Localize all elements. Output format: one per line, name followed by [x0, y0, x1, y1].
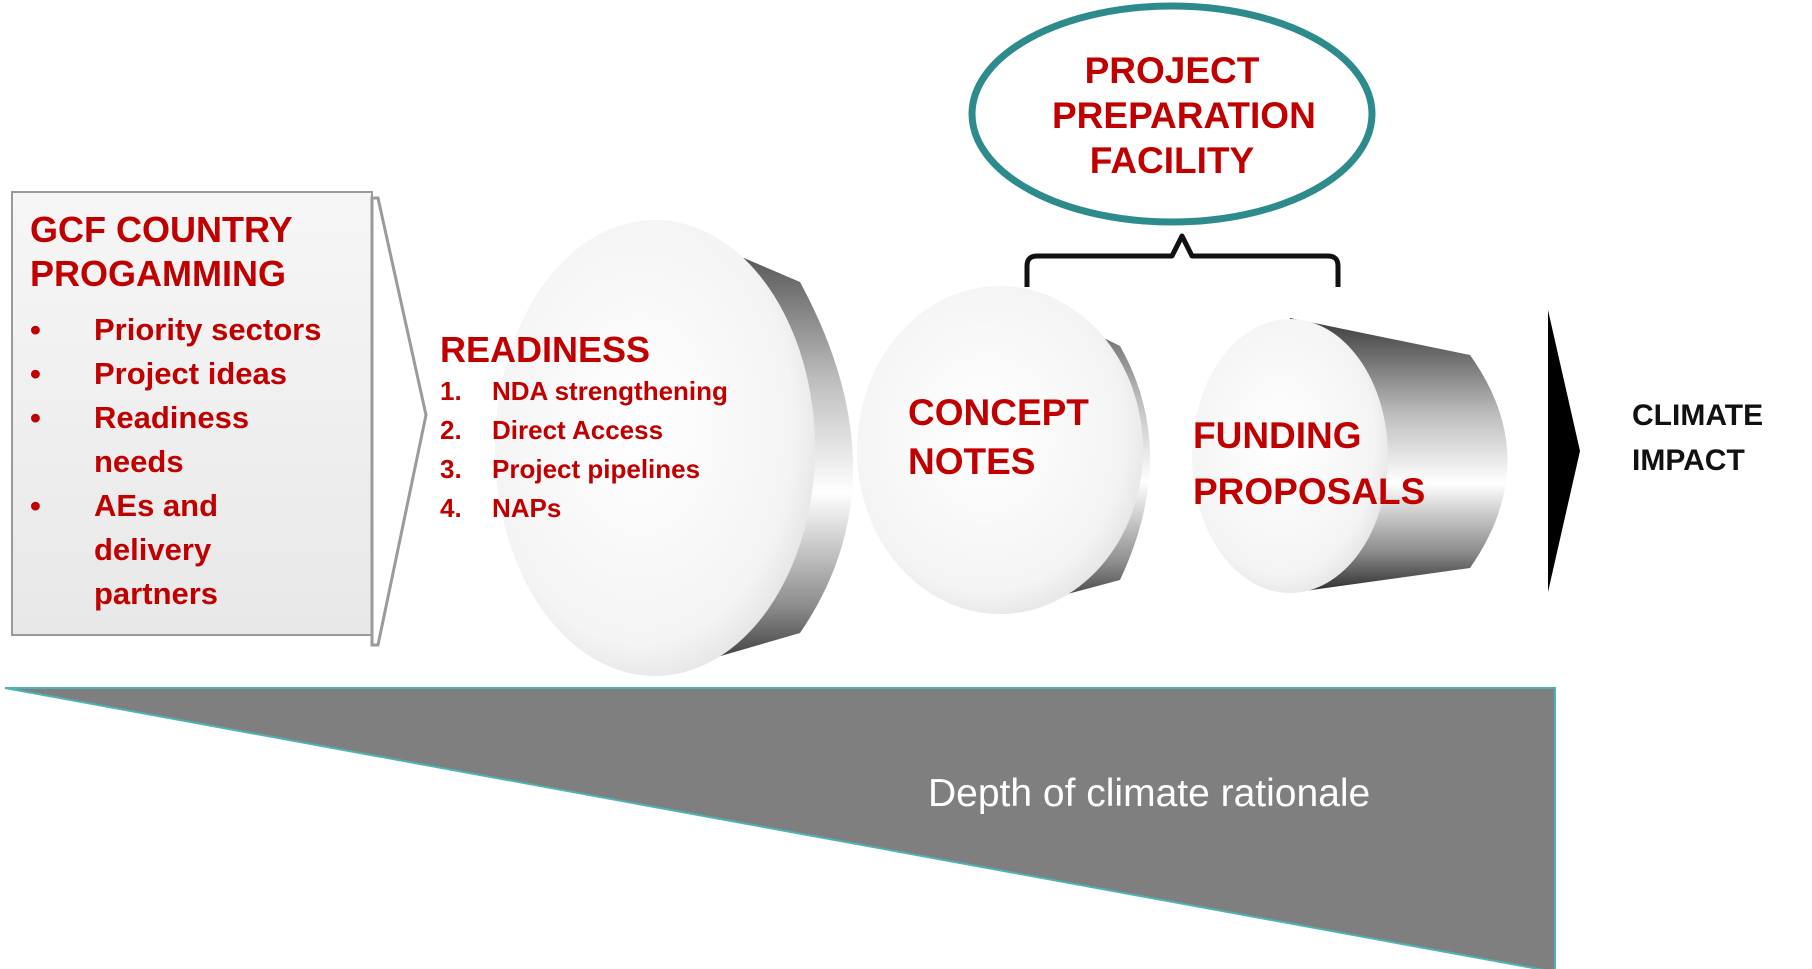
- list-item: delivery: [94, 532, 212, 567]
- readiness-list: 1.NDA strengthening 2.Direct Access 3.Pr…: [440, 372, 728, 528]
- concept-notes-cone: [857, 286, 1150, 614]
- ppf-bracket: [1024, 233, 1341, 287]
- ppf-label: PROJECT PREPARATION FACILITY: [1052, 50, 1316, 181]
- list-item: 3.Project pipelines: [440, 454, 701, 484]
- list-item: 2.Direct Access: [440, 415, 664, 445]
- list-item: needs: [94, 444, 184, 479]
- climate-rationale-wedge: [4, 687, 1556, 969]
- funding-proposals-label: FUNDING PROPOSALS: [1193, 415, 1426, 512]
- programming-list: Priority sectors Project ideas Readiness…: [30, 308, 321, 616]
- funding-proposals-cone: [1192, 318, 1508, 593]
- readiness-cone: [495, 220, 853, 676]
- climate-impact-label: CLIMATE IMPACT: [1632, 399, 1764, 477]
- concept-notes-label: CONCEPT NOTES: [908, 392, 1089, 482]
- programming-title: GCF COUNTRY PROGAMMING: [30, 209, 293, 294]
- list-item: AEs and: [30, 484, 321, 528]
- climate-impact-arrow: [1548, 310, 1580, 592]
- list-item: 4.NAPs: [440, 493, 562, 523]
- list-item: 1.NDA strengthening: [440, 376, 728, 406]
- list-item: Readiness: [30, 396, 321, 440]
- list-item: Priority sectors: [30, 308, 321, 352]
- list-item: partners: [94, 576, 219, 611]
- list-item: Project ideas: [30, 352, 321, 396]
- wedge-label: Depth of climate rationale: [928, 772, 1371, 815]
- readiness-title: READINESS: [440, 329, 651, 370]
- ppf-ellipse: [968, 2, 1376, 226]
